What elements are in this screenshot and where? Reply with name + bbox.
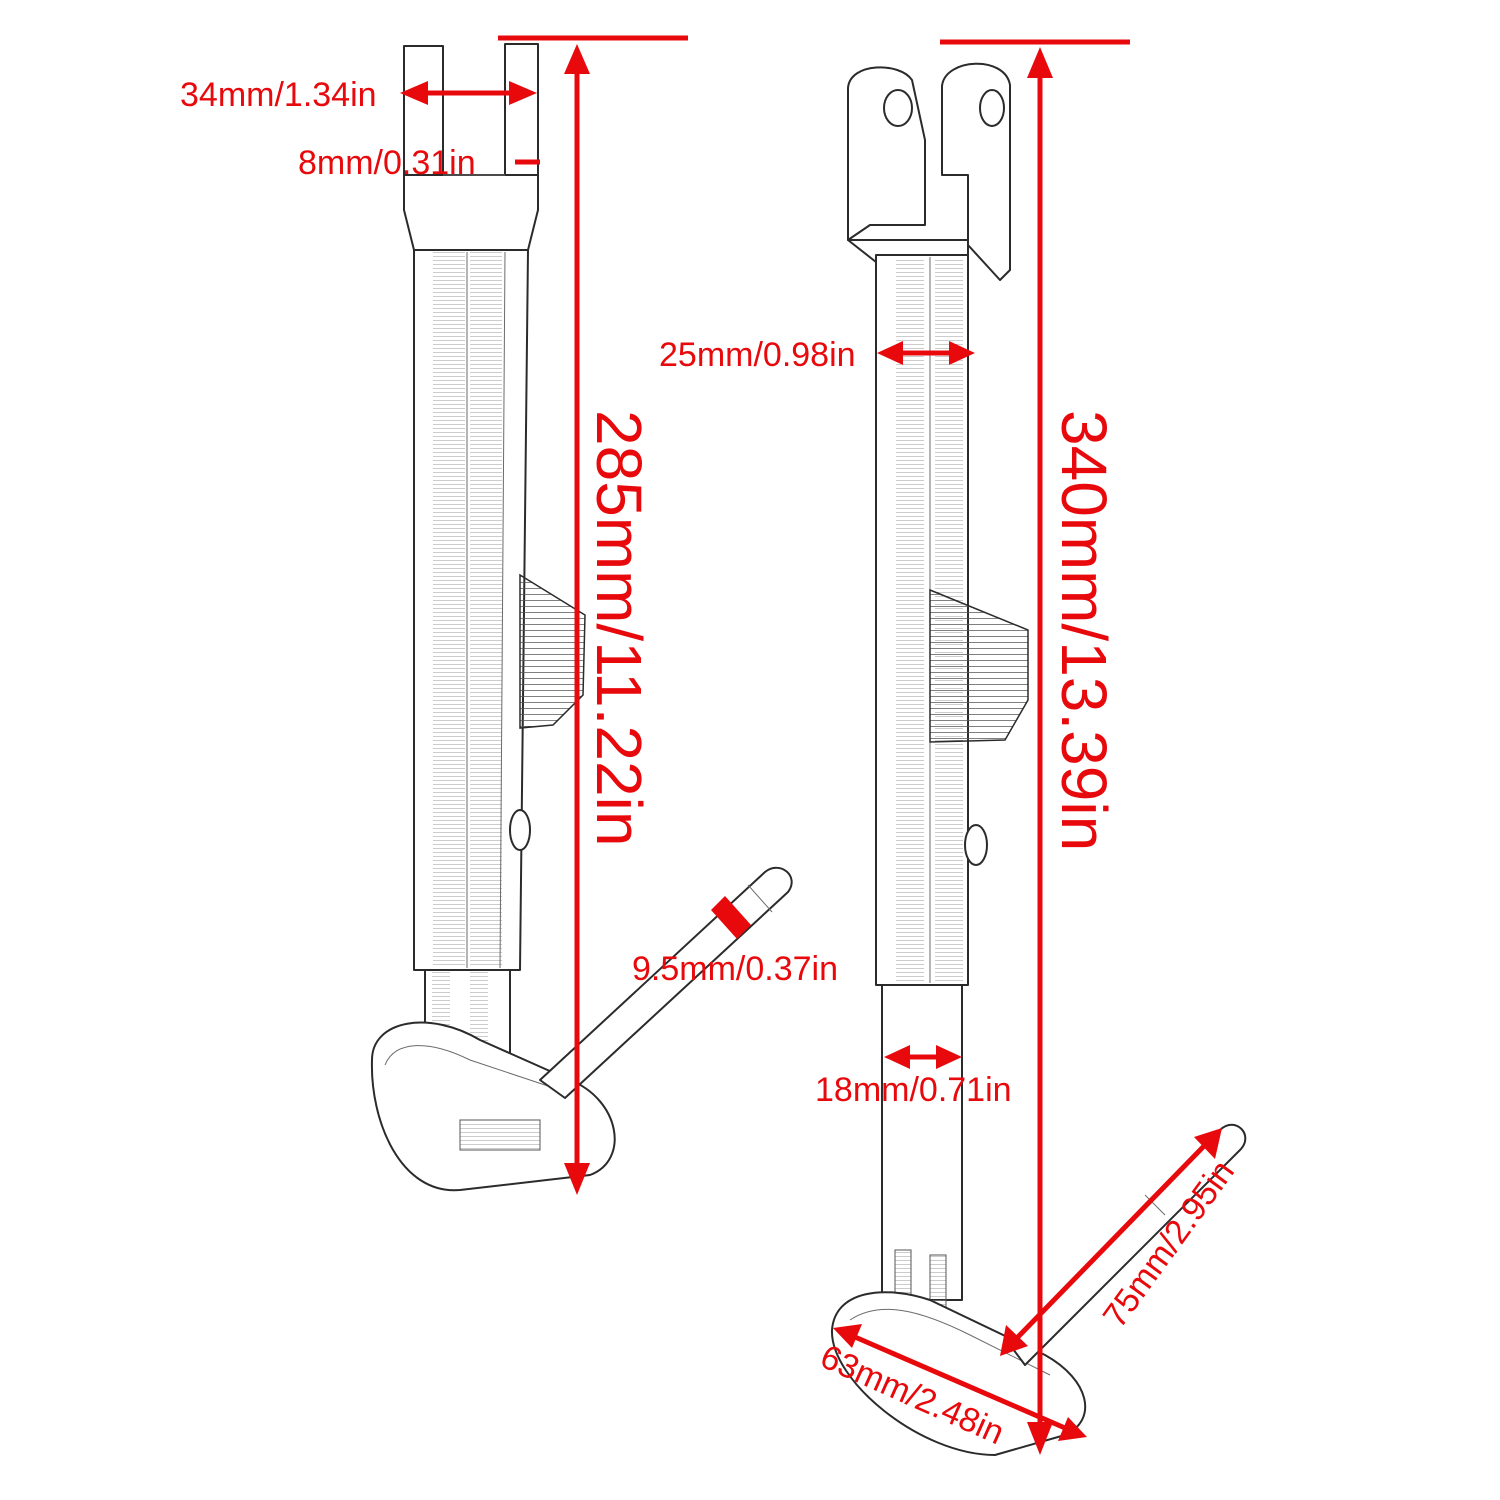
right-length-label: 340mm/13.39in: [1048, 410, 1120, 851]
right-bolt: [964, 824, 988, 866]
right-foot-width-line: [854, 1334, 1066, 1431]
right-pin-length-line: [1013, 1143, 1207, 1342]
right-lower-dia-label: 18mm/0.71in: [815, 1071, 1012, 1109]
right-kickstand: [830, 62, 1247, 1456]
left-fork-prong-right: [504, 43, 539, 176]
left-foot: [370, 1021, 616, 1192]
left-fork-base: [403, 174, 539, 251]
left-slot-width-label: 8mm/0.31in: [298, 144, 476, 182]
right-tube-dia-label: 25mm/0.98in: [659, 336, 856, 374]
left-kickstand: [370, 43, 793, 1192]
dimension-lines: [400, 35, 1222, 1455]
left-fork-width-label: 34mm/1.34in: [180, 76, 377, 114]
left-pin-marker: [711, 896, 751, 939]
right-fork-prong-left: [847, 66, 926, 241]
left-bolt: [509, 809, 531, 851]
right-side-bracket: [929, 588, 1029, 743]
dimension-labels: 34mm/1.34in 8mm/0.31in 285mm/11.22in 9.5…: [180, 76, 1242, 1452]
left-pin-label: 9.5mm/0.37in: [632, 950, 838, 988]
right-foot: [830, 1291, 1087, 1456]
left-side-bracket: [519, 573, 586, 729]
right-lower-shaft: [881, 984, 963, 1301]
left-length-label: 285mm/11.22in: [583, 410, 655, 846]
